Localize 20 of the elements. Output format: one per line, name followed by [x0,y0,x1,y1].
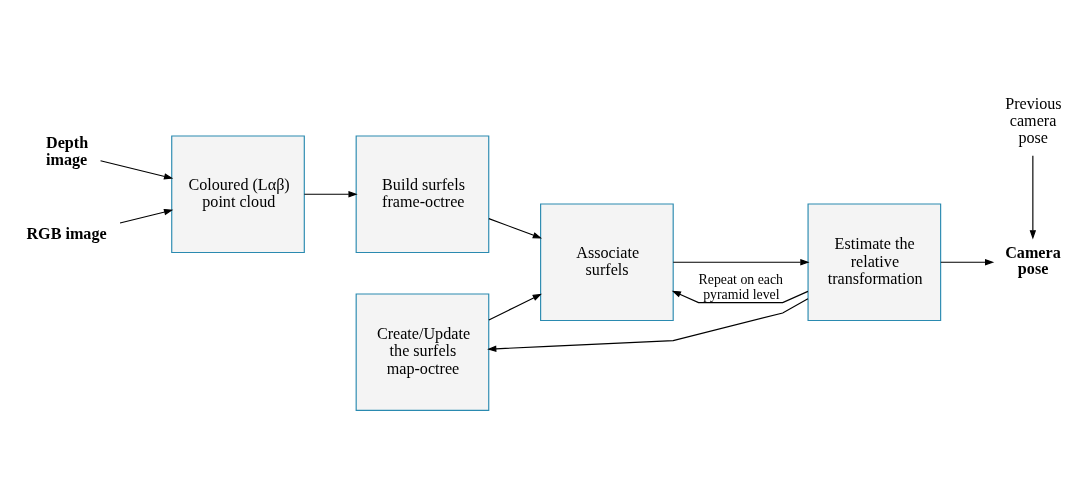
arrow [303,190,358,197]
node-box: Build surfels frame-octree [355,134,490,253]
node-box: Associate surfels [540,202,674,321]
arrow [119,208,174,224]
arrow [671,290,809,303]
arrow [487,297,809,352]
arrow [99,159,174,180]
arrow [1029,154,1037,239]
edge-label: Repeat on each pyramid level [698,271,784,302]
node-box: Coloured (Lαβ) point cloud [171,134,305,253]
arrow [672,258,810,265]
node-text: Previous camera pose [1005,94,1062,146]
node-box: Create/Update the surfels map-octree [355,292,490,411]
node-text: RGB image [26,224,107,242]
arrow [488,217,542,238]
node-text: Camera pose [1005,243,1061,277]
arrow [488,293,542,321]
node-box: Estimate the relative transformation [807,202,942,321]
node-text: Depth image [46,133,89,167]
arrow [940,258,995,265]
